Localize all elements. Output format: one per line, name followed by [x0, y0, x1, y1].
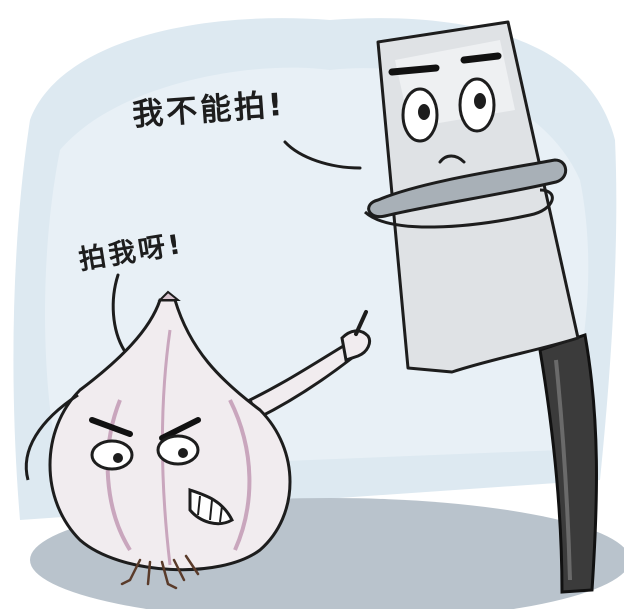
knife-left-pupil: [418, 104, 430, 120]
garlic-teeth: [197, 495, 223, 523]
garlic-right-eye: [156, 434, 200, 466]
garlic-hand: [340, 329, 372, 362]
garlic-right-pupil: [178, 448, 188, 458]
knife-rope-loop: [363, 188, 554, 229]
garlic-clove-line-1: [105, 399, 132, 552]
garlic-left-brow: [89, 417, 133, 437]
garlic-speech-pointer: [111, 273, 126, 352]
garlic-tendril: [24, 393, 79, 481]
knife-mouth: [438, 154, 466, 164]
knife-left-brow: [388, 64, 440, 76]
garlic-clove-line-2: [228, 399, 252, 551]
garlic-right-brow: [159, 417, 201, 441]
garlic-roots: [120, 554, 200, 590]
garlic-left-pupil: [113, 453, 123, 463]
knife-rope: [367, 158, 568, 219]
garlic-pointing-finger: [354, 310, 368, 336]
knife-handle: [538, 333, 598, 594]
knife-handle-highlight: [554, 359, 572, 581]
garlic-left-eye: [90, 439, 134, 471]
knife-right-brow: [460, 52, 502, 64]
knife-speech-pointer: [283, 140, 362, 170]
knife-right-pupil: [474, 93, 486, 109]
garlic-tip: [157, 290, 181, 301]
